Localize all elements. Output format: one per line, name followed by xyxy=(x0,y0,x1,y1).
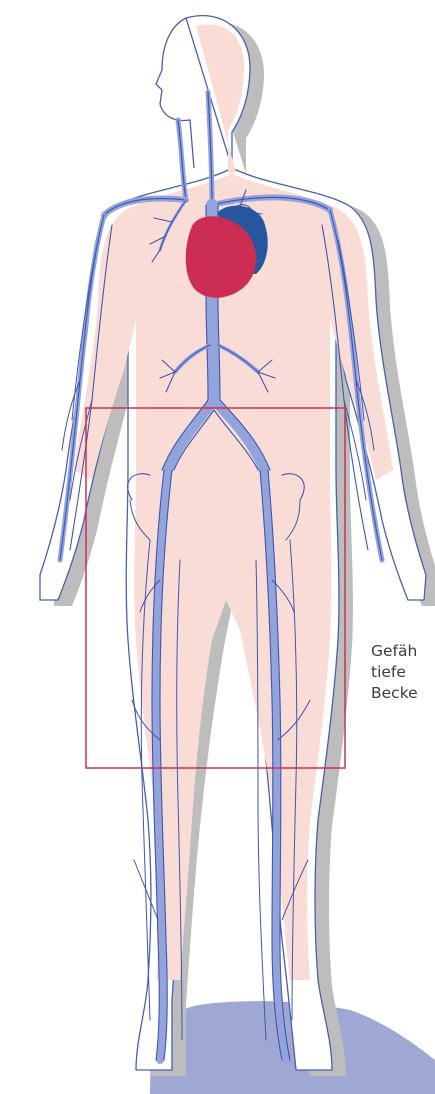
caption-line-1: Gefäh xyxy=(371,641,418,662)
caption: Gefäh tiefe Becke xyxy=(371,641,418,704)
face-profile xyxy=(156,18,194,168)
caption-line-2: tiefe xyxy=(371,662,418,683)
caption-line-3: Becke xyxy=(371,683,418,704)
